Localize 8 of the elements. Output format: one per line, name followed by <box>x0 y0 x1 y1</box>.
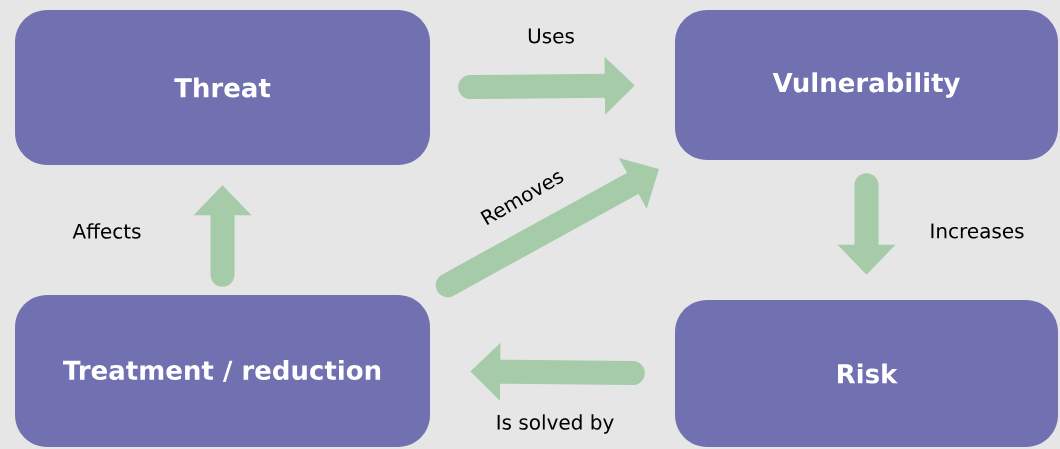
edge-label: Increases <box>931 223 1024 239</box>
process-box: Risk <box>675 300 1058 447</box>
process-box: Treatment / reduction <box>15 295 430 447</box>
process-box: Vulnerability <box>675 10 1058 160</box>
process-box: Threat <box>15 10 430 165</box>
edge-label: Is solved by <box>497 414 614 434</box>
edge-label: Uses <box>528 28 574 44</box>
edge-label: Affects <box>72 223 141 239</box>
